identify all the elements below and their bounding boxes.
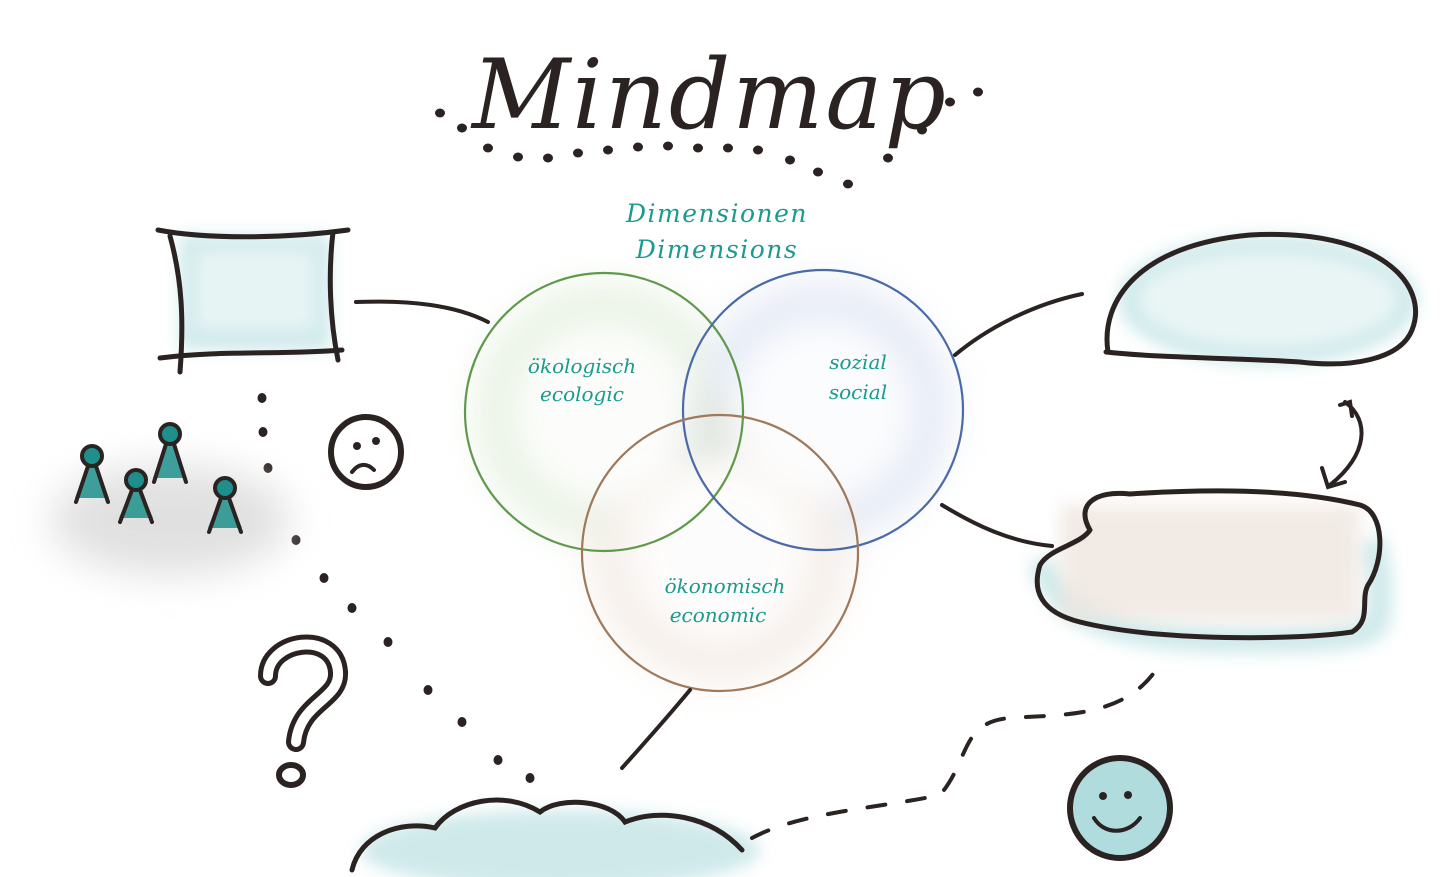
title-dot — [813, 167, 823, 177]
question-mark-icon — [258, 634, 348, 788]
path-dot — [263, 463, 273, 473]
title-dot — [843, 179, 853, 189]
title-dot — [573, 148, 583, 158]
title-dot — [753, 145, 763, 155]
ecologic-label-en: ecologic — [540, 382, 624, 406]
blob-top-right — [1103, 231, 1419, 367]
title-dot — [973, 87, 983, 97]
social-label-en: social — [829, 380, 887, 404]
sad-face-icon — [328, 414, 404, 490]
cloud-bottom — [349, 797, 760, 877]
path-dot — [383, 637, 393, 647]
path-dot — [347, 603, 357, 613]
ecologic-label-de: ökologisch — [528, 354, 636, 378]
title-dot — [785, 155, 795, 165]
title-dotted-arc — [435, 87, 983, 189]
venn-circle-social — [681, 268, 965, 552]
title-dot — [603, 145, 613, 155]
path-dot — [493, 755, 503, 765]
happy-face-icon — [1067, 755, 1173, 861]
page-title: Mindmap — [470, 39, 948, 151]
person-icon — [74, 444, 110, 504]
title-dot — [513, 152, 523, 162]
venn-circle-economic — [580, 413, 860, 693]
venn-inner-light — [509, 315, 918, 648]
path-dot — [457, 717, 467, 727]
title-dot — [663, 141, 673, 151]
title-dot — [435, 108, 445, 118]
title-dot — [945, 97, 955, 107]
path-dot — [319, 573, 329, 583]
economic-label-de: ökonomisch — [665, 574, 786, 598]
social-label-de: sozial — [829, 350, 887, 374]
dotted-path-left — [257, 393, 535, 783]
box-top-left — [155, 227, 351, 375]
path-dot — [291, 535, 301, 545]
title-dot — [723, 143, 733, 153]
dashed-path-bottom-right — [750, 658, 1164, 840]
connector-social-to-middle-right — [940, 503, 1054, 548]
dimensions-label-en: Dimensions — [635, 235, 798, 264]
title-dot — [917, 125, 927, 135]
person-icon — [207, 476, 243, 534]
title-dot — [483, 143, 493, 153]
connector-box-to-ecologic — [354, 299, 490, 324]
title-dot — [457, 123, 467, 133]
path-dot — [423, 685, 433, 695]
people-group-icon — [50, 422, 290, 575]
box-middle-right — [1027, 488, 1393, 654]
person-icon — [118, 468, 154, 524]
double-arrow-icon — [1320, 399, 1364, 490]
path-dot — [258, 427, 268, 437]
title-dot — [543, 153, 553, 163]
connector-social-to-top-right — [953, 292, 1084, 357]
person-icon — [152, 422, 188, 484]
dimensions-label-de: Dimensionen — [625, 199, 808, 228]
economic-label-en: economic — [670, 603, 767, 627]
title-dot — [883, 153, 893, 163]
path-dot — [525, 773, 535, 783]
connector-economic-to-bottom — [620, 688, 692, 770]
venn-circle-ecologic — [463, 271, 745, 553]
title-dot — [633, 142, 643, 152]
path-dot — [257, 393, 267, 403]
title-dot — [693, 143, 703, 153]
